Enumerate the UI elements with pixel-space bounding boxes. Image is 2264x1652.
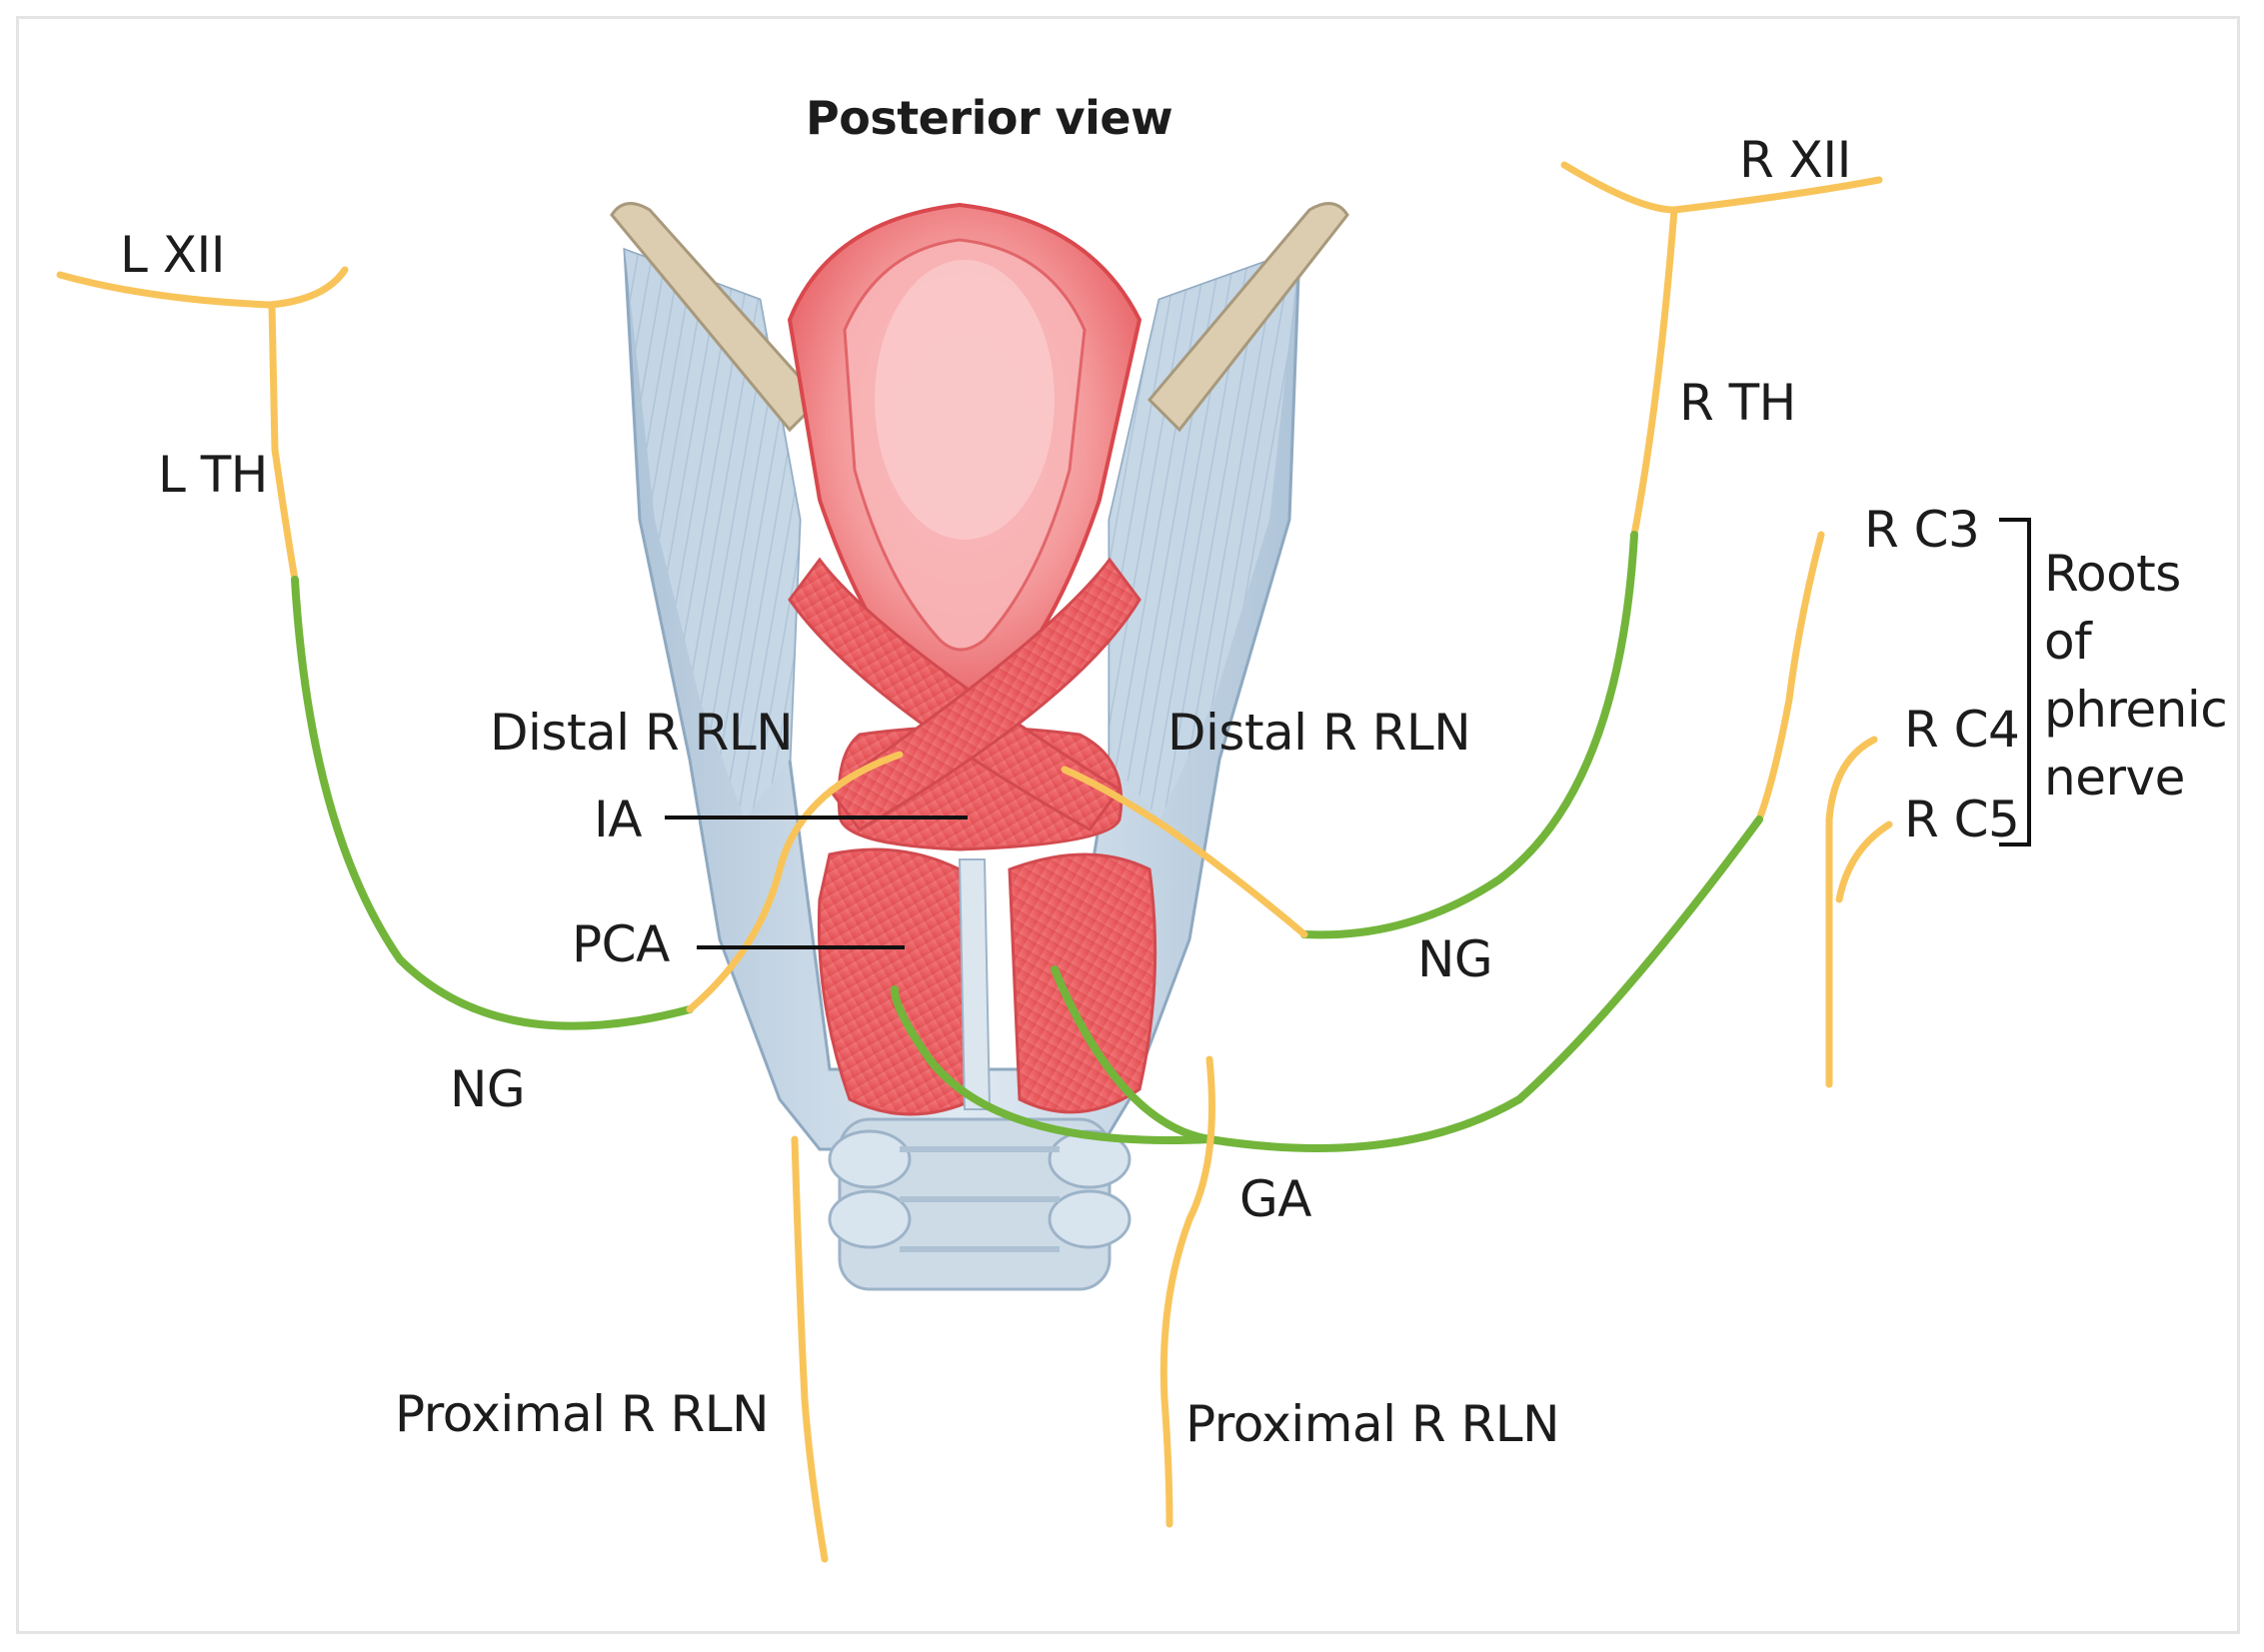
left-xii-nerve [56,266,349,309]
oblique-arytenoid-right [827,557,1141,831]
label-r-c3: R C3 [1864,501,1980,559]
label-r-th: R TH [1679,374,1796,432]
label-r-c5: R C5 [1904,791,2020,848]
nerves [56,161,1893,1563]
label-distal-rln-left: Distal R RLN [490,704,794,762]
label-ia: IA [594,791,642,848]
pca-right-muscle [1008,852,1157,1114]
left-superior-horn [610,202,823,433]
label-ng-right: NG [1417,930,1493,988]
r-c4-root [1825,736,1878,1088]
pca-left-muscle [817,847,977,1116]
r-c3-root [1755,531,1825,824]
roots-line-2: of [2044,613,2092,671]
label-roots-of-phrenic-nerve: Roots of phrenic nerve [2044,540,2228,812]
proximal-rln-left [791,1135,829,1563]
proximal-rln-right [1159,1055,1215,1528]
diagram-title: Posterior view [806,91,1173,145]
left-th-nerve [268,301,299,584]
label-proximal-rln-right: Proximal R RLN [1185,1395,1560,1453]
label-distal-rln-right: Distal R RLN [1167,704,1471,762]
larynx-illustration [610,202,1349,1291]
label-ng-left: NG [450,1060,526,1118]
label-ga: GA [1239,1170,1311,1228]
right-ng-yellow [1061,766,1308,938]
ga-green-nerve [1051,816,1763,1152]
label-pca: PCA [572,915,670,973]
pca-branch-left [891,985,1213,1144]
median-ridge [958,858,992,1110]
label-proximal-rln-left: Proximal R RLN [395,1385,770,1443]
oblique-arytenoid-left [788,557,1123,831]
label-l-th: L TH [158,446,268,504]
right-th-nerve [1630,206,1678,539]
left-ng-green [291,576,694,1030]
roots-line-4: nerve [2044,749,2185,807]
trachea [828,1117,1132,1291]
label-r-xii: R XII [1739,131,1851,189]
label-l-xii: L XII [120,226,226,284]
label-r-c4: R C4 [1904,701,2020,759]
phrenic-bracket [1999,518,2031,846]
left-ng-yellow [686,751,904,1013]
roots-line-1: Roots [2044,545,2181,603]
right-superior-horn [1146,202,1349,433]
right-xii-nerve [1560,161,1883,214]
r-c5-root [1835,821,1893,903]
left-lamina-texture [625,250,800,820]
roots-line-3: phrenic [2044,681,2228,739]
right-ng-green [1300,531,1638,939]
